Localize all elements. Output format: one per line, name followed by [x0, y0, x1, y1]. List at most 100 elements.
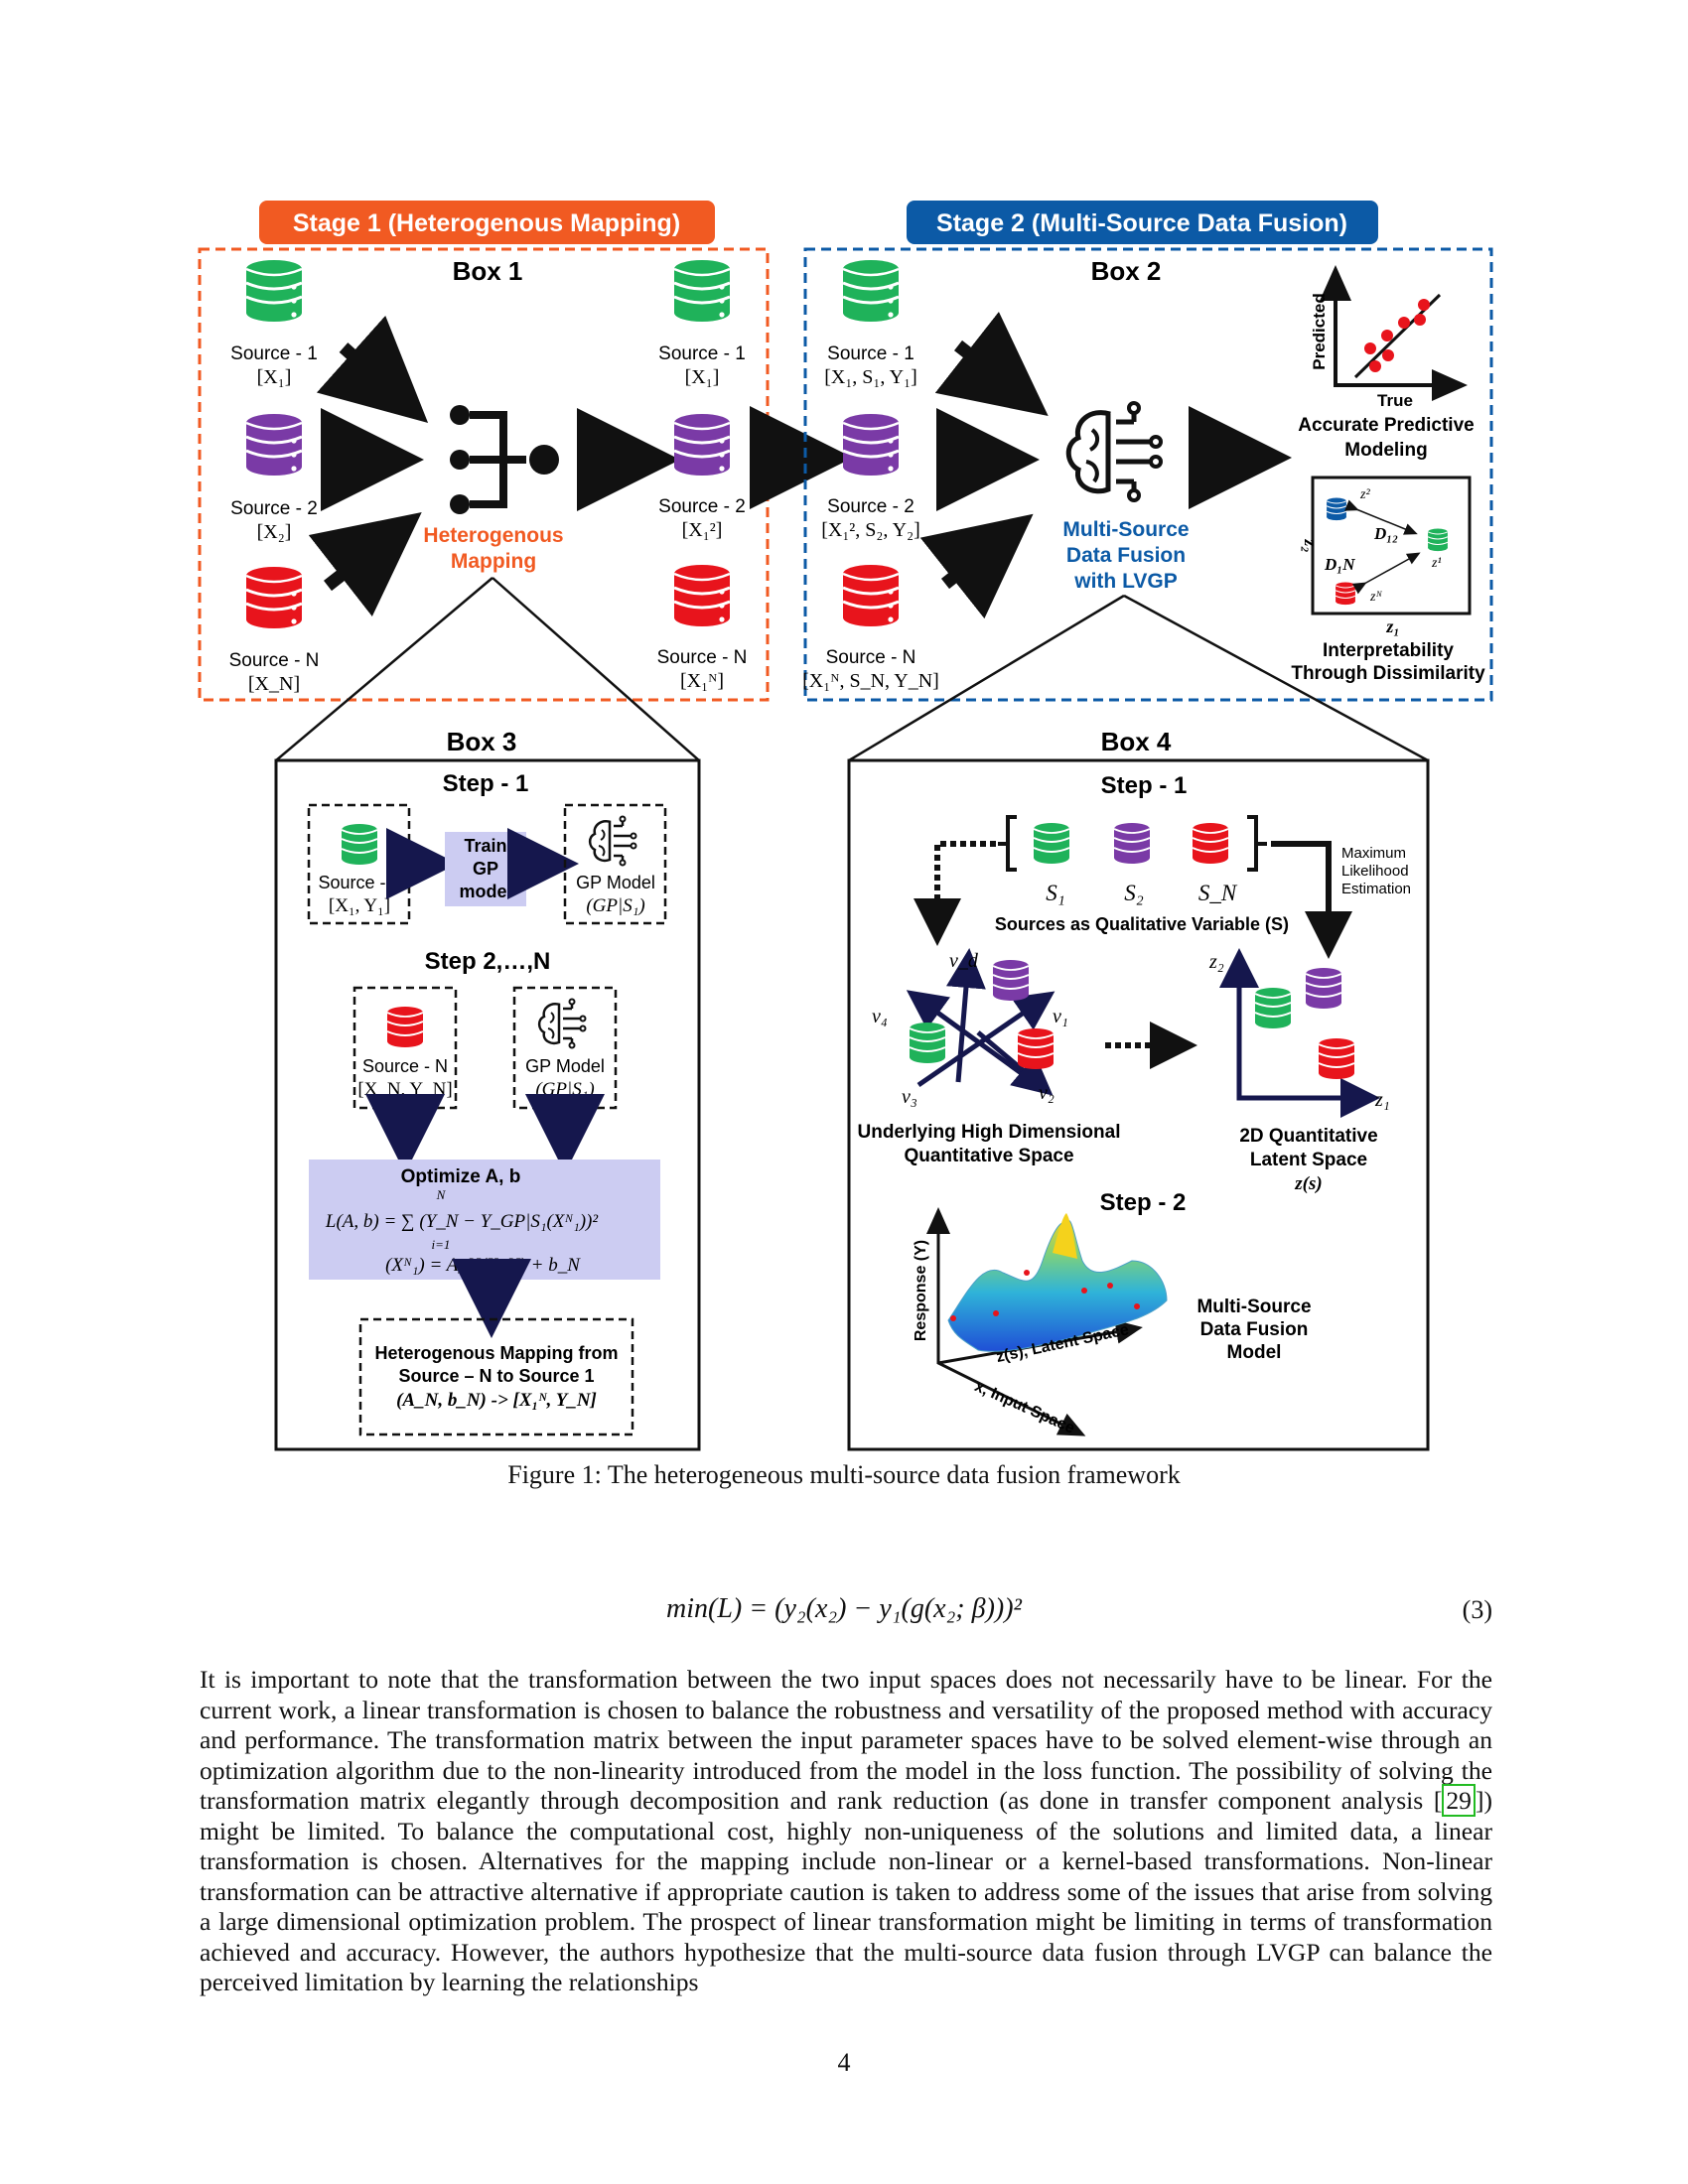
dotted-arrow: [914, 841, 996, 946]
brain-circuit-icon: [537, 998, 587, 1049]
arrow-icon: [1344, 499, 1418, 535]
body-paragraph: It is important to note that the transfo…: [200, 1665, 1492, 1998]
box3-gp-box: [563, 803, 667, 925]
database-icon: [672, 258, 732, 324]
page-number: 4: [837, 2048, 851, 2077]
database-icon: [672, 412, 732, 478]
box2-source1-sub: [X₁, S₁, Y₁]: [824, 366, 917, 388]
response-surface-plot: [926, 1207, 1168, 1436]
brain-circuit-icon: [1068, 403, 1161, 500]
s1-label: S₁: [1046, 881, 1065, 905]
latent-zN-label: zᴺ: [1369, 590, 1382, 605]
accurate-label-line1: Accurate Predictive: [1298, 415, 1474, 436]
box2-frame: [803, 247, 1493, 702]
box3-gp2-sub: (GP|S₁): [535, 1079, 594, 1100]
arrow-icon: [1351, 552, 1421, 595]
predicted-vs-true-plot: [1320, 265, 1468, 401]
fusion-label-line3: with LVGP: [1073, 570, 1177, 593]
latent-panel: [1311, 476, 1472, 615]
latent-label-line3: z(s): [1294, 1173, 1322, 1194]
equation-3: min(L) = (y₂(x₂) − y₁(g(x₂; β)))²: [666, 1593, 1022, 1624]
box1-out2-sub: [X₁²]: [682, 519, 723, 541]
database-icon: [672, 563, 732, 628]
high-dim-axes: [906, 948, 1055, 1096]
box2-source2-label: Source - 2: [827, 496, 914, 517]
database-icon: [1318, 1037, 1355, 1080]
box1-title: Box 1: [453, 256, 523, 286]
mapping-label-line1: Heterogenous: [423, 524, 563, 547]
box3-source1-sub: [X₁, Y₁]: [329, 895, 390, 916]
latent-z2-label: z²: [1359, 487, 1370, 502]
mapping-label-line2: Mapping: [451, 550, 536, 573]
box1-frame: [198, 247, 770, 702]
fusion-label-line2: Data Fusion: [1066, 544, 1186, 567]
arrow-icon: [919, 513, 1034, 619]
database-icon: [244, 565, 304, 630]
box2-source2-sub: [X₁², S₂, Y₂]: [821, 519, 920, 541]
latent-D1N-label: D₁N: [1324, 555, 1355, 574]
model-label-line1: Multi-Source: [1196, 1297, 1311, 1317]
train-label-line3: model: [459, 882, 511, 901]
model-label-line2: Data Fusion: [1200, 1319, 1309, 1340]
hd-label-line2: Quantitative Space: [904, 1146, 1073, 1166]
box4-step2: Step - 2: [1100, 1189, 1187, 1216]
box1-outN-sub: [X₁ᴺ]: [680, 670, 724, 692]
box1-source1-sub: [X₁]: [257, 366, 292, 388]
brain-circuit-icon: [588, 815, 637, 867]
box3-gp-sub: (GP|S₁): [586, 895, 644, 916]
fusion-label-line1: Multi-Source: [1062, 518, 1189, 541]
database-icon: [1113, 822, 1151, 865]
sN-label: S_N: [1198, 881, 1238, 905]
response-label: Response (Y): [913, 1240, 929, 1341]
mle-line2: Likelihood: [1341, 863, 1409, 880]
database-icon: [1305, 967, 1342, 1010]
box3-title: Box 3: [447, 727, 517, 756]
latent-axis-y: z₂: [1301, 538, 1321, 552]
paragraph-part1: It is important to note that the transfo…: [200, 1665, 1492, 1815]
optimize-eq1: L(A, b) = ∑ (Y_N − Y_GP|S₁(Xᴺ₁))²: [325, 1211, 598, 1232]
plot-ylabel: Predicted: [1310, 293, 1329, 369]
model-label-line3: Model: [1227, 1342, 1282, 1363]
box3-gp-label: GP Model: [576, 873, 655, 892]
database-icon: [1192, 822, 1229, 865]
box3-sourceN-label: Source - N: [362, 1056, 448, 1076]
database-icon: [1427, 527, 1449, 552]
framework-figure: Stage 1 (Heterogenous Mapping) Stage 2 (…: [198, 201, 1493, 1451]
arrow-icon: [308, 511, 422, 616]
citation-link[interactable]: 29: [1442, 1784, 1476, 1817]
database-icon: [386, 1006, 424, 1048]
box1-out1-sub: [X₁]: [685, 366, 720, 388]
box3-step2: Step 2,…,N: [425, 948, 551, 975]
database-icon: [341, 823, 378, 866]
sources-caption: Sources as Qualitative Variable (S): [995, 914, 1289, 934]
mle-line3: Estimation: [1341, 881, 1411, 897]
box3-gp2-label: GP Model: [525, 1056, 605, 1076]
hd-label-line1: Underlying High Dimensional: [858, 1122, 1121, 1143]
v4-label: v₄: [872, 1006, 888, 1027]
input-axis-label: x, Input Space: [972, 1378, 1077, 1437]
latent-z1-label: z¹: [1431, 556, 1442, 571]
equation-number: (3): [1462, 1595, 1492, 1624]
v1-label: v₁: [1053, 1006, 1068, 1027]
box4-step1: Step - 1: [1101, 772, 1188, 799]
box3-sourceN-sub: [X_N, Y_N]: [357, 1079, 452, 1100]
mapping-result-line2: Source – N to Source 1: [398, 1366, 594, 1386]
box1-sourceN-label: Source - N: [229, 650, 320, 671]
stage1-title: Stage 1 (Heterogenous Mapping): [293, 209, 680, 237]
mle-line1: Maximum: [1341, 845, 1406, 862]
z2-axis-label: z₂: [1208, 951, 1224, 973]
v2-label: v₂: [1039, 1082, 1055, 1104]
database-icon: [841, 563, 901, 628]
database-icon: [1017, 1027, 1055, 1070]
mapping-result-box: [358, 1317, 634, 1436]
box1-source2-sub: [X₂]: [257, 521, 292, 543]
optimize-eq2: (Xᴺ₁) = A_N(X_N) + b_N: [385, 1255, 581, 1276]
database-icon: [1254, 987, 1292, 1029]
box1-out1-label: Source - 1: [658, 343, 746, 364]
box2-sourceN-sub: [X₁ᴺ, S_N, Y_N]: [802, 670, 939, 692]
optimize-title: Optimize A, b: [401, 1166, 521, 1187]
box1-sourceN-sub: [X_N]: [248, 673, 300, 695]
z1-axis-label: z₁: [1374, 1089, 1390, 1111]
database-icon: [992, 959, 1030, 1002]
stage1-banner: [259, 201, 715, 244]
